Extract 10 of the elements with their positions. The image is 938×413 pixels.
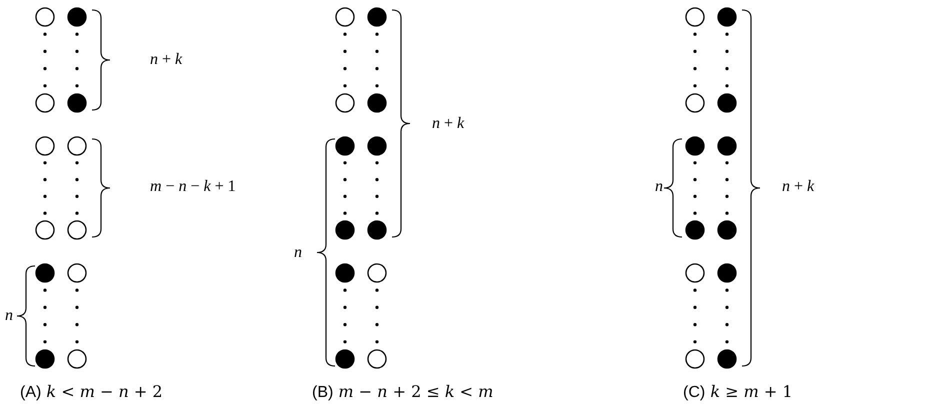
brace-label: n + k	[432, 116, 464, 132]
brace-label: n	[294, 245, 302, 261]
brace-label: n	[655, 179, 663, 195]
caption: (B) m − n + 2 ≤ k < m	[312, 384, 494, 401]
brace-label: m − n − k + 1	[150, 179, 236, 195]
caption: (C) k ≥ m + 1	[683, 384, 793, 401]
caption: (A) k < m − n + 2	[20, 384, 163, 401]
brace-label: n + k	[782, 179, 814, 195]
brace-label: n + k	[150, 52, 182, 68]
brace-label: n	[5, 308, 13, 324]
